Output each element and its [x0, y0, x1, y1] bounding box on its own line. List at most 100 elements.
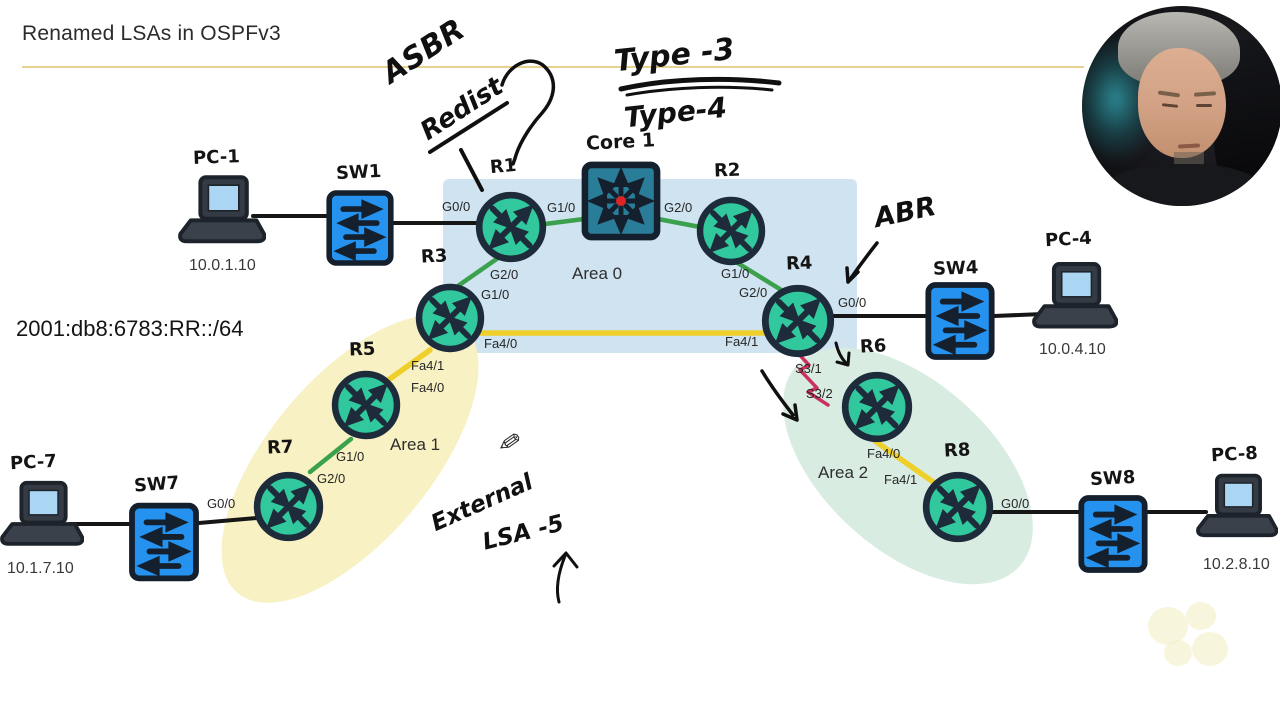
presenter-eye	[1196, 104, 1212, 107]
router-icon	[921, 470, 995, 544]
switch-icon	[924, 280, 996, 362]
annotation-lsa5: LSA -5	[480, 510, 567, 556]
external-up-arrow	[555, 554, 567, 604]
pc-pc4	[1032, 260, 1118, 336]
iface-r7-g20: G2/0	[317, 471, 346, 486]
switch-sw4	[924, 280, 996, 362]
switch-icon	[325, 188, 395, 268]
sw8-label: SW8	[1089, 466, 1136, 491]
router-r4	[760, 283, 836, 359]
pc1-label: PC-1	[192, 146, 241, 169]
iface-r3-fa40: Fa4/0	[484, 336, 518, 351]
pc4-label: PC-4	[1044, 227, 1093, 252]
area0-label: Area 0	[572, 264, 623, 283]
webcam-overlay	[1082, 6, 1280, 206]
iface-r1-g20: G2/0	[490, 267, 519, 282]
watermark-dot	[1148, 607, 1188, 645]
pencil-cursor-icon: ✎	[495, 426, 524, 460]
router-r2	[695, 195, 767, 267]
router-icon	[840, 370, 914, 444]
router-icon	[695, 195, 767, 267]
laptop-icon	[178, 172, 266, 252]
iface-r8-fa41: Fa4/1	[884, 472, 918, 487]
sw1-label: SW1	[335, 160, 382, 185]
r1-label: R1	[489, 154, 518, 179]
question-curve-stroke	[500, 59, 555, 166]
iface-r1-g00: G0/0	[442, 199, 471, 214]
sw4-label: SW4	[932, 257, 979, 280]
sw7-label: SW7	[133, 472, 181, 497]
page-title: Renamed LSAs in OSPFv3	[22, 22, 281, 45]
external-up-arrowhead	[552, 551, 579, 569]
iface-r4-fa41: Fa4/1	[725, 334, 759, 349]
iface-r4-s31: S3/1	[795, 361, 822, 376]
router-r8	[921, 470, 995, 544]
pc-pc1	[178, 172, 266, 252]
annotation-redist: Redist	[415, 71, 509, 147]
pc8-ip: 10.2.8.10	[1203, 556, 1270, 573]
iface-r4-g00: G0/0	[838, 295, 867, 310]
watermark-dot	[1192, 632, 1228, 666]
watermark-dot	[1164, 640, 1192, 666]
iface-r3-fa41: Fa4/1	[411, 358, 445, 373]
area1-label: Area 1	[390, 435, 441, 454]
iface-r6-s32: S3/2	[806, 386, 833, 401]
ipv6-prefix-label: 2001:db8:6783:RR::/64	[16, 316, 244, 341]
iface-r7-g00: G0/0	[207, 496, 236, 511]
iface-r6-fa40: Fa4/0	[867, 446, 901, 461]
switch-icon	[1077, 494, 1149, 574]
r7-label: R7	[266, 436, 294, 459]
router-r3	[414, 282, 486, 354]
presenter-shirt	[1104, 164, 1264, 206]
r2-label: R2	[713, 159, 741, 182]
router-icon	[474, 190, 548, 264]
router-r6	[840, 370, 914, 444]
router-r7	[252, 470, 325, 543]
iface-r5-g10: G1/0	[336, 449, 365, 464]
title-divider	[22, 66, 1084, 68]
pc8-label: PC-8	[1210, 442, 1259, 467]
core1-label: Core 1	[585, 129, 656, 155]
r3-label: R3	[420, 245, 448, 268]
annotation-abr: ABR	[871, 190, 939, 235]
type3-underline-1	[618, 76, 782, 92]
router-icon	[760, 283, 836, 359]
pc7-ip: 10.1.7.10	[7, 560, 74, 577]
iface-r2-g20: G2/0	[664, 200, 693, 215]
presenter-avatar	[1138, 48, 1226, 158]
iface-r3-g10: G1/0	[481, 287, 510, 302]
pc7-label: PC-7	[9, 450, 58, 475]
watermark-dot	[1186, 602, 1216, 630]
r8-label: R8	[943, 439, 971, 462]
annotation-type3: Type -3	[612, 31, 737, 80]
multilayer-switch-icon	[580, 160, 662, 242]
pc4-ip: 10.0.4.10	[1039, 341, 1106, 358]
pc1-ip: 10.0.1.10	[189, 257, 256, 274]
r6-label: R6	[859, 335, 887, 358]
pc-pc8	[1196, 470, 1278, 546]
iface-r2-g10: G1/0	[721, 266, 750, 281]
switch-sw8	[1077, 494, 1149, 574]
laptop-icon	[1032, 260, 1118, 336]
iface-r5-fa40: Fa4/0	[411, 380, 445, 395]
switch-sw7	[127, 502, 201, 582]
annotation-asbr: ASBR	[375, 12, 472, 91]
iface-r8-g00: G0/0	[1001, 496, 1030, 511]
router-icon	[330, 369, 402, 441]
core-switch-core1	[580, 160, 662, 242]
router-icon	[252, 470, 325, 543]
router-icon	[414, 282, 486, 354]
iface-r1-g10: G1/0	[547, 200, 576, 215]
r5-label: R5	[348, 338, 376, 361]
switch-icon	[127, 502, 201, 582]
r4-label: R4	[785, 252, 813, 275]
annotation-type4: Type-4	[622, 90, 729, 135]
laptop-icon	[1196, 470, 1278, 546]
router-r5	[330, 369, 402, 441]
router-r1	[474, 190, 548, 264]
laptop-icon	[0, 478, 84, 554]
iface-r4-g20: G2/0	[739, 285, 768, 300]
switch-sw1	[325, 188, 395, 268]
area2-label: Area 2	[818, 463, 869, 482]
pc-pc7	[0, 478, 84, 554]
